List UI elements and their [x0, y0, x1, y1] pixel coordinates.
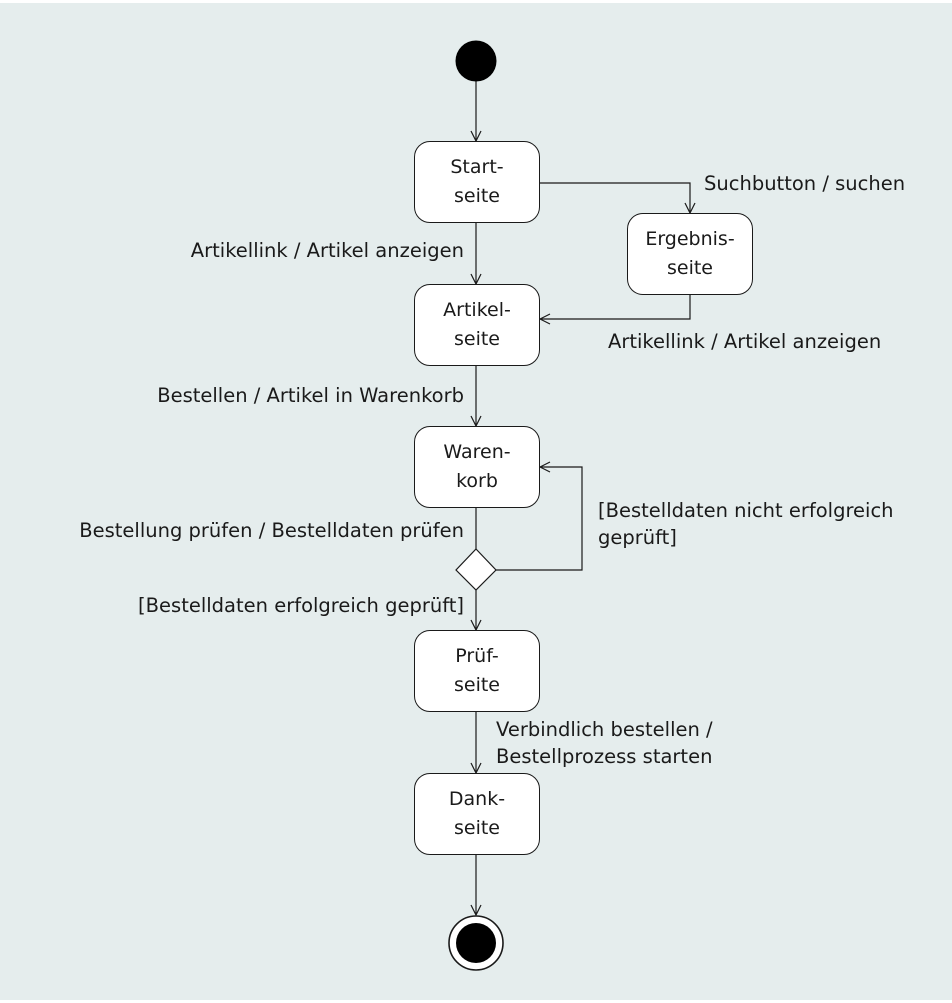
node-dankseite-line2: seite	[453, 817, 500, 839]
label-nicht-erfolgreich-line1: [Bestelldaten nicht erfolgreich	[598, 499, 894, 522]
node-warenkorb: Waren- korb	[414, 426, 540, 508]
initial-node	[455, 40, 497, 82]
node-ergebnisseite-line1: Ergebnis-	[645, 228, 735, 250]
label-artikel-anzeigen-1: Artikellink / Artikel anzeigen	[190, 239, 464, 262]
node-artikelseite-line2: seite	[453, 328, 500, 350]
node-pruefseite: Prüf- seite	[414, 630, 540, 712]
label-artikel-anzeigen-2: Artikellink / Artikel anzeigen	[608, 330, 882, 353]
label-verbindlich-line2: Bestellprozess starten	[496, 745, 713, 768]
node-ergebnisseite-line2: seite	[666, 257, 713, 279]
node-startseite-line1: Start-	[450, 156, 504, 178]
edge-decision-to-warenkorb	[496, 467, 583, 571]
edge-ergebnisseite-to-artikelseite	[540, 295, 691, 319]
label-bestellen: Bestellen / Artikel in Warenkorb	[157, 384, 464, 407]
label-nicht-erfolgreich: [Bestelldaten nicht erfolgreich geprüft]	[598, 497, 894, 551]
label-verbindlich-line1: Verbindlich bestellen /	[496, 718, 713, 741]
label-verbindlich: Verbindlich bestellen / Bestellprozess s…	[496, 716, 713, 770]
decision-node	[455, 548, 497, 591]
node-startseite-line2: seite	[453, 185, 500, 207]
node-warenkorb-line1: Waren-	[443, 441, 511, 463]
label-erfolgreich: [Bestelldaten erfolgreich geprüft]	[138, 594, 464, 617]
node-artikelseite-line1: Artikel-	[443, 299, 511, 321]
node-warenkorb-line2: korb	[456, 470, 498, 492]
node-pruefseite-line1: Prüf-	[455, 645, 499, 667]
node-dankseite: Dank- seite	[414, 773, 540, 855]
node-pruefseite-line2: seite	[453, 674, 500, 696]
node-startseite: Start- seite	[414, 141, 540, 223]
node-ergebnisseite: Ergebnis- seite	[627, 213, 753, 295]
diagram-edges	[448, 40, 952, 971]
label-pruefen: Bestellung prüfen / Bestelldaten prüfen	[79, 519, 464, 542]
node-dankseite-line1: Dank-	[448, 788, 506, 810]
node-artikelseite: Artikel- seite	[414, 284, 540, 366]
edge-startseite-to-ergebnisseite	[539, 182, 690, 213]
label-nicht-erfolgreich-line2: geprüft]	[598, 526, 677, 549]
final-node-core	[456, 923, 496, 963]
label-suchen: Suchbutton / suchen	[704, 172, 906, 195]
